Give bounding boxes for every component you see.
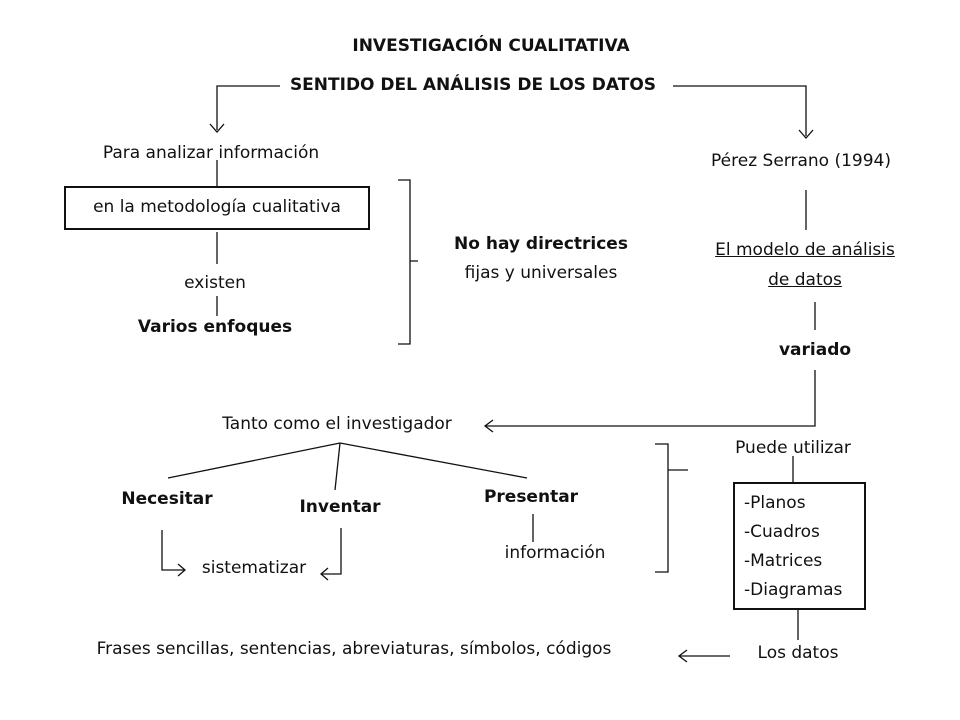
arrowhead-investigador [483,419,494,433]
arrowhead-left [209,123,225,133]
perez-serrano-label: Pérez Serrano (1994) [711,151,891,171]
tree-branch-necesitar [167,442,341,479]
los-datos-label: Los datos [757,643,839,663]
connector-to-right [673,85,807,136]
varios-enfoques-label: Varios enfoques [137,317,293,337]
tanto-investigador-label: Tanto como el investigador [222,414,452,434]
fijas-universales-label: fijas y universales [464,263,618,283]
presentar-label: Presentar [483,487,579,507]
sistematizar-label: sistematizar [201,558,307,578]
connector-inventar-sistematizar [322,528,342,575]
tools-list: -Planos -Cuadros -Matrices -Diagramas [744,489,842,605]
metodologia-label: en la metodología cualitativa [93,197,341,217]
frases-label: Frases sencillas, sentencias, abreviatur… [96,639,612,659]
inventar-label: Inventar [299,497,381,517]
tree-branch-presentar [339,442,528,479]
connector-to-left [216,85,280,130]
tree-branch-inventar [334,442,341,491]
arrowhead-sistematizar-right [320,567,329,581]
title: INVESTIGACIÓN CUALITATIVA [352,36,630,56]
modelo-analisis-line1: El modelo de análisis [715,240,895,260]
subtitle: SENTIDO DEL ANÁLISIS DE LOS DATOS [289,75,657,95]
arrowhead-sistematizar-left [177,563,186,577]
connector-variado-investigador [486,370,816,427]
arrowhead-frases [677,649,688,663]
no-hay-directrices-label: No hay directrices [454,234,628,254]
tools-box: -Planos -Cuadros -Matrices -Diagramas [733,482,866,610]
tool-item-planos: -Planos [744,493,806,513]
existen-label: existen [184,273,246,293]
informacion-label: información [504,543,606,563]
tool-item-diagramas: -Diagramas [744,580,843,600]
metodologia-box: en la metodología cualitativa [64,186,370,230]
necesitar-label: Necesitar [121,489,213,509]
puede-utilizar-label: Puede utilizar [735,438,851,458]
modelo-analisis-line2: de datos [768,270,842,290]
tool-item-matrices: -Matrices [744,551,823,571]
bracket-right-group [655,443,688,573]
tool-item-cuadros: -Cuadros [744,522,820,542]
bracket-left-group [398,179,418,345]
variado-label: variado [778,340,852,360]
para-analizar-label: Para analizar información [102,143,320,163]
arrowhead-right [798,129,814,139]
connector-necesitar-sistematizar [161,530,184,571]
